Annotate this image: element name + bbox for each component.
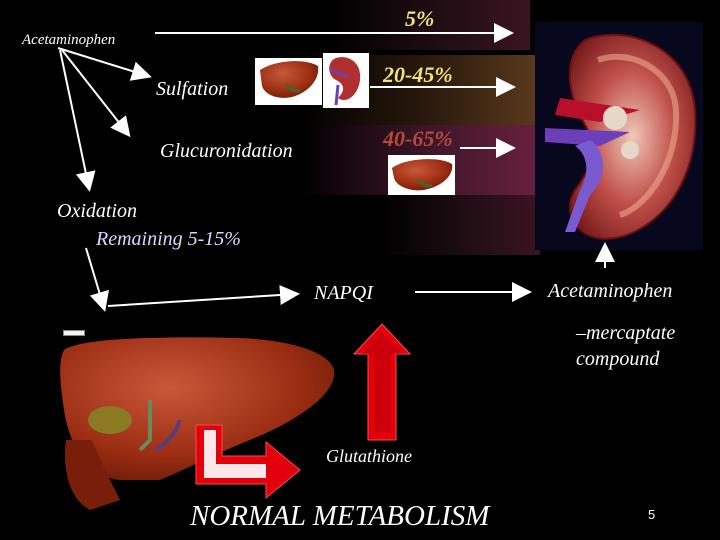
page-number: 5 [648, 507, 656, 522]
product-label-line2: –mercaptate [576, 322, 676, 344]
sulfation-percentage: 20-45% [383, 62, 453, 87]
glucuronidation-label: Glucuronidation [160, 140, 293, 162]
glutathione-conjugation-arrow [352, 323, 412, 441]
glucuronidation-percentage: 40-65% [383, 126, 453, 151]
arrow-to-glucuronidation [61, 49, 131, 138]
oxidation-label: Oxidation [57, 200, 137, 222]
arrow-oxidation-down [85, 247, 109, 312]
direct-excretion-percentage: 5% [405, 6, 435, 31]
sulfation-label: Sulfation [156, 78, 229, 100]
product-label-line1: Acetaminophen [548, 280, 673, 302]
arrow-to-oxidation [59, 49, 96, 192]
cyp450-pathway-arrow [195, 424, 301, 500]
liver-icon [255, 58, 322, 105]
arrow-to-napqi [107, 285, 300, 307]
cyp450-label [63, 330, 85, 336]
liver-icon [60, 337, 335, 510]
kidney-icon [323, 53, 369, 108]
liver-icon [388, 155, 455, 195]
product-label-line3: compound [576, 348, 660, 370]
acetaminophen-label: Acetaminophen [22, 32, 116, 48]
napqi-label: NAPQI [314, 282, 373, 304]
arrow-to-sulfation [57, 47, 152, 81]
kidney-cross-section-icon [535, 22, 703, 250]
fade-band-lower [380, 195, 540, 255]
remaining-percentage-label: Remaining 5-15% [96, 228, 241, 250]
glutathione-label: Glutathione [326, 446, 412, 466]
page-title: NORMAL METABOLISM [190, 500, 490, 532]
